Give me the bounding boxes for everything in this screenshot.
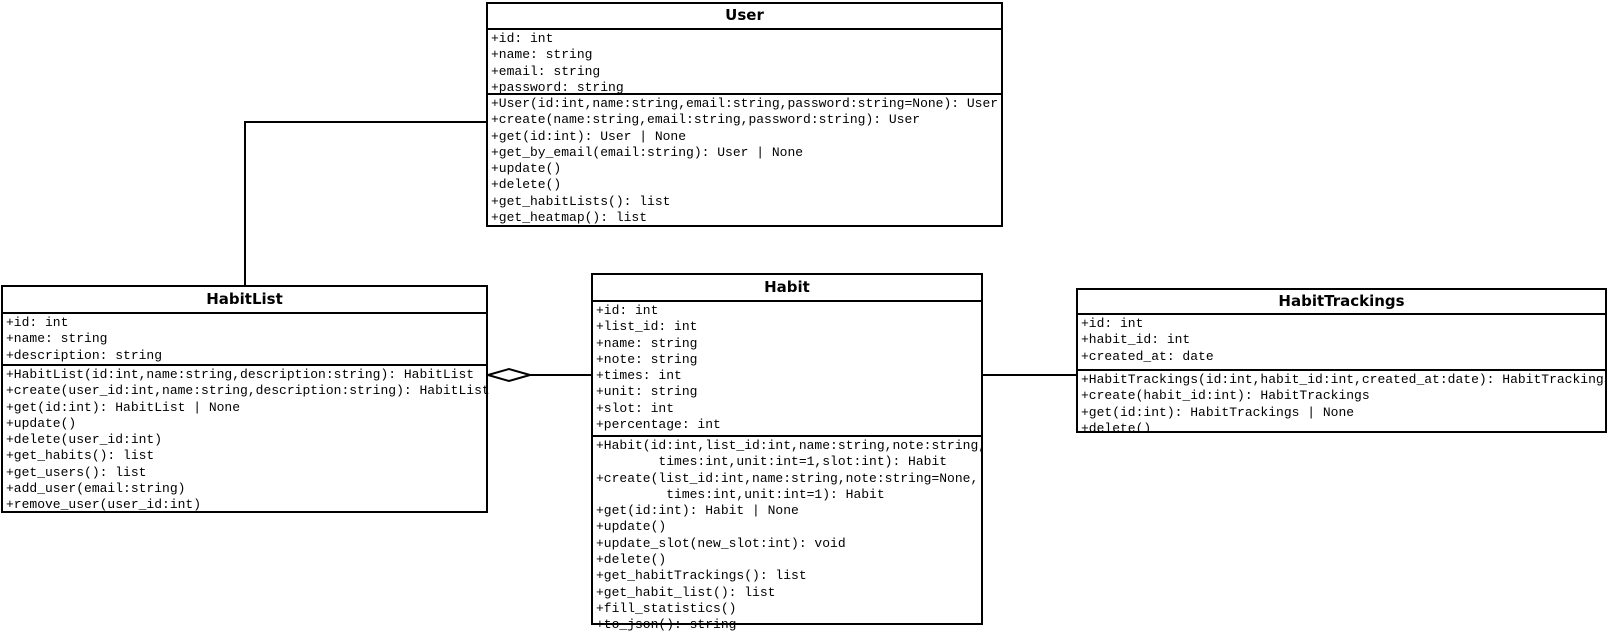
methods-compartment: +HabitTrackings(id:int,habit_id:int,crea…: [1078, 371, 1607, 433]
method-row: times:int,unit:int=1): Habit: [596, 486, 885, 502]
class-box-user: User +id: int +name: string +email: stri…: [486, 2, 1003, 227]
attribute-row: +name: string: [491, 47, 593, 63]
association-line-user-habitlist-horizontal: [245, 121, 486, 123]
attributes-compartment: +id: int +habit_id: int +created_at: dat…: [1078, 315, 1605, 371]
method-row: +create(name:string,email:string,passwor…: [491, 112, 921, 128]
attribute-row: +id: int: [491, 31, 554, 46]
class-box-habitlist: HabitList +id: int +name: string +descri…: [1, 285, 490, 514]
attribute-row: +description: string: [6, 347, 163, 363]
method-row: +get(id:int): User | None: [491, 128, 687, 144]
methods-compartment: +User(id:int,name:string,email:string,pa…: [488, 95, 1001, 226]
attribute-row: +note: string: [596, 351, 698, 367]
class-title: User: [488, 4, 1001, 30]
method-row: +delete(): [596, 552, 667, 568]
method-row: +create(user_id:int,name:string,descript…: [6, 383, 490, 399]
attribute-row: +slot: int: [596, 400, 675, 416]
method-row: +fill_statistics(): [596, 600, 737, 616]
method-row: +update(): [596, 519, 667, 535]
method-row: +delete(user_id:int): [6, 432, 163, 448]
attributes-compartment: +id: int +list_id: int +name: string +no…: [593, 302, 981, 437]
method-row: +delete(): [491, 177, 562, 193]
method-row: +get(id:int): Habit | None: [596, 503, 799, 519]
class-box-habittrackings: HabitTrackings +id: int +habit_id: int +…: [1076, 288, 1607, 433]
attribute-row: +email: string: [491, 63, 601, 79]
method-row: +update(): [491, 161, 562, 177]
methods-compartment: +HabitList(id:int,name:string,descriptio…: [3, 366, 490, 514]
method-row: +get(id:int): HabitList | None: [6, 399, 241, 415]
method-row: +get_users(): list: [6, 464, 147, 480]
attribute-row: +id: int: [596, 303, 659, 318]
method-row: +delete(): [1081, 420, 1152, 433]
attribute-row: +list_id: int: [596, 319, 698, 335]
association-line-user-habitlist-vertical: [244, 121, 246, 287]
method-row: times:int,unit:int=1,slot:int): Habit: [596, 454, 948, 470]
attribute-row: +unit: string: [596, 384, 698, 400]
methods-compartment: +Habit(id:int,list_id:int,name:string,no…: [593, 437, 987, 631]
attributes-compartment: +id: int +name: string +email: string +p…: [488, 30, 1001, 95]
association-line-habit-habittrackings: [981, 374, 1076, 376]
method-row: +update_slot(new_slot:int): void: [596, 535, 846, 551]
method-row: +get_by_email(email:string): User | None: [491, 144, 804, 160]
method-row: +create(habit_id:int): HabitTrackings: [1081, 388, 1370, 404]
method-row: +create(list_id:int,name:string,note:str…: [596, 470, 979, 486]
class-title: Habit: [593, 275, 981, 302]
attribute-row: +created_at: date: [1081, 348, 1214, 364]
class-box-habit: Habit +id: int +list_id: int +name: stri…: [591, 273, 986, 631]
class-title: HabitList: [3, 287, 486, 314]
attribute-row: +id: int: [1081, 316, 1144, 331]
attributes-compartment: +id: int +name: string +description: str…: [3, 314, 486, 366]
method-row: +get(id:int): HabitTrackings | None: [1081, 404, 1355, 420]
method-row: +remove_user(user_id:int): [6, 497, 202, 513]
method-row: +update(): [6, 415, 77, 431]
method-row: +get_habitLists(): list: [491, 193, 671, 209]
method-row: +get_habitTrackings(): list: [596, 568, 807, 584]
attribute-row: +habit_id: int: [1081, 332, 1191, 348]
method-row: +User(id:int,name:string,email:string,pa…: [491, 96, 999, 111]
aggregation-diamond-icon: [486, 367, 532, 383]
method-row: +HabitTrackings(id:int,habit_id:int,crea…: [1081, 372, 1607, 387]
attribute-row: +id: int: [6, 315, 69, 330]
attribute-row: +name: string: [596, 335, 698, 351]
attribute-row: +password: string: [491, 79, 624, 95]
attribute-row: +percentage: int: [596, 417, 721, 433]
method-row: +HabitList(id:int,name:string,descriptio…: [6, 367, 475, 382]
method-row: +get_habits(): list: [6, 448, 155, 464]
method-row: +add_user(email:string): [6, 481, 186, 497]
attribute-row: +times: int: [596, 368, 682, 384]
method-row: +Habit(id:int,list_id:int,name:string,no…: [596, 438, 987, 453]
method-row: +get_habit_list(): list: [596, 584, 776, 600]
method-row: +to_json(): string: [596, 617, 737, 631]
method-row: +get_heatmap(): list: [491, 210, 648, 226]
aggregation-line-habitlist-habit: [488, 374, 591, 376]
class-title: HabitTrackings: [1078, 290, 1605, 315]
attribute-row: +name: string: [6, 331, 108, 347]
